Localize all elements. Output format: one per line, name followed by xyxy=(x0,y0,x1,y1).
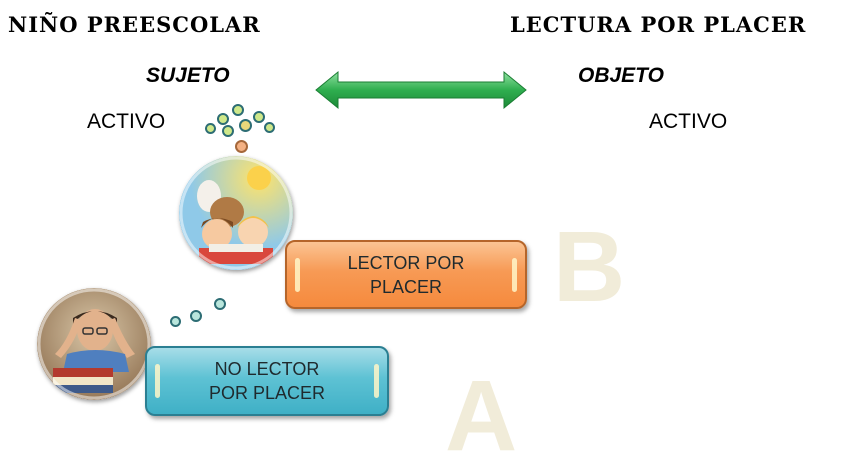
role-object: OBJETO xyxy=(578,64,664,87)
reader-for-pleasure-box: LECTOR POR PLACER xyxy=(285,240,527,309)
letter-b: B xyxy=(553,211,626,323)
role-subject: SUJETO xyxy=(146,64,230,87)
bubble xyxy=(239,119,252,132)
bubble xyxy=(253,111,265,123)
box-highlight xyxy=(295,258,300,292)
letter-a: A xyxy=(445,360,518,472)
bubble xyxy=(217,113,229,125)
double-headed-arrow-icon xyxy=(315,70,527,110)
bubble xyxy=(264,122,275,133)
bubble xyxy=(232,104,244,116)
heading-preschool-child: NIÑO PREESCOLAR xyxy=(8,12,261,37)
non-reader-for-pleasure-label: NO LECTOR POR PLACER xyxy=(208,359,326,403)
bored-reader-photo xyxy=(37,288,151,400)
bubble xyxy=(190,310,202,322)
reader-for-pleasure-label: LECTOR POR PLACER xyxy=(347,252,465,297)
bubble xyxy=(170,316,181,327)
object-state-active: ACTIVO xyxy=(649,110,728,133)
box-highlight xyxy=(155,364,160,398)
heading-reading-for-pleasure: LECTURA POR PLACER xyxy=(510,12,807,37)
subject-state-active: ACTIVO xyxy=(87,110,166,133)
bubble xyxy=(222,125,234,137)
bubble xyxy=(205,123,216,134)
bubble xyxy=(214,298,226,310)
bubble xyxy=(235,140,248,153)
non-reader-for-pleasure-box: NO LECTOR POR PLACER xyxy=(145,346,389,416)
children-reading-photo xyxy=(179,156,293,270)
box-highlight xyxy=(374,364,379,398)
box-highlight xyxy=(512,258,517,292)
